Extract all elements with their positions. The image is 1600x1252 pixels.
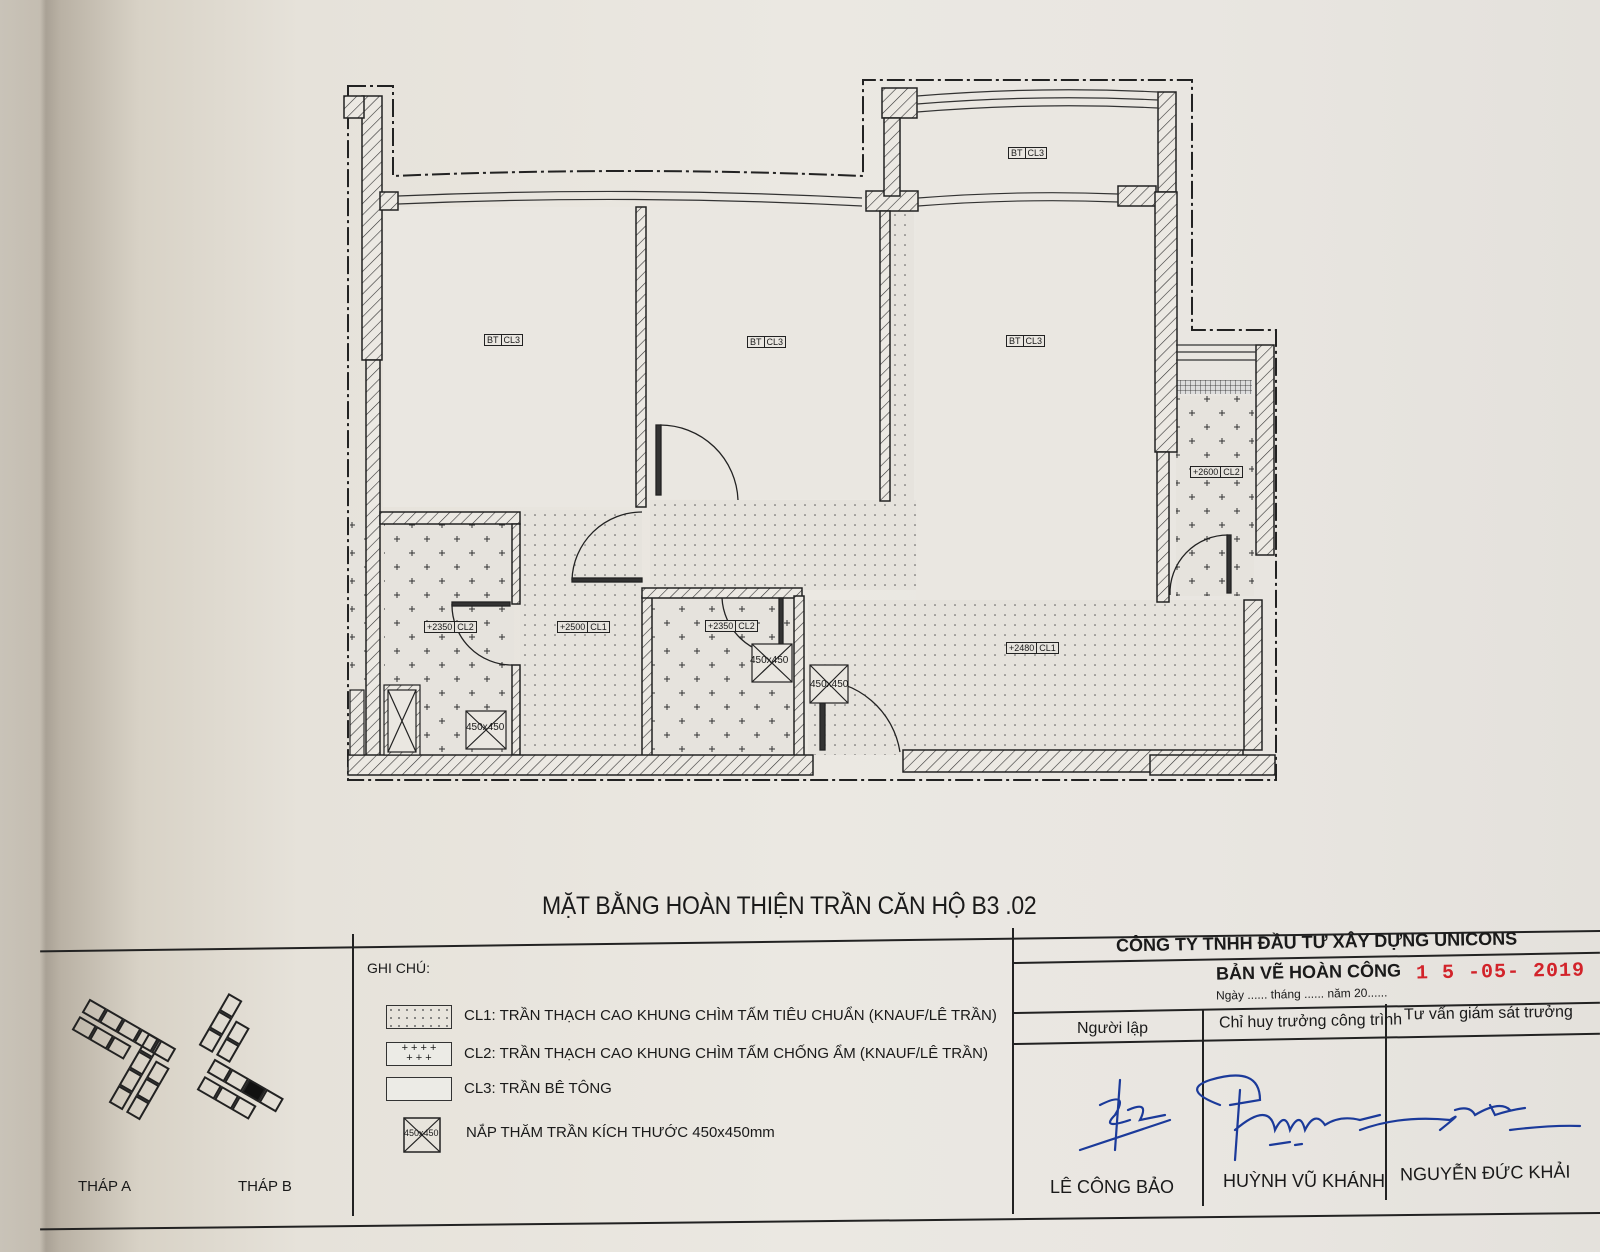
- divider: [1202, 1010, 1204, 1206]
- name-chief-supervisor: NGUYỄN ĐỨC KHẢI: [1399, 1161, 1571, 1185]
- legend-text-cl3: CL3: TRẦN BÊ TÔNG: [464, 1080, 612, 1097]
- legend-swatch-cl3: [386, 1077, 452, 1101]
- bedroom-3-area: [916, 210, 1156, 602]
- corridor-area: [650, 500, 916, 590]
- legend-swatch-cl1: [386, 1005, 452, 1029]
- vent-grille: [1176, 380, 1252, 394]
- living-area: [808, 600, 1246, 755]
- notes-heading: GHI CHÚ:: [367, 960, 430, 976]
- date-stamp: 1 5 -05- 2019: [1415, 959, 1586, 986]
- logia-area: [1176, 396, 1254, 596]
- name-site-manager: HUỲNH VŨ KHÁNH: [1223, 1171, 1386, 1191]
- doors: [451, 424, 1232, 753]
- role-chief-supervisor: Tư vấn giám sát trưởng: [1403, 1003, 1573, 1024]
- walls: [343, 87, 1276, 776]
- access-hatches: [349, 643, 849, 756]
- role-site-manager: Chỉ huy trưởng công trình: [1218, 1011, 1403, 1032]
- balcony-area: [903, 100, 1159, 192]
- bedroom-2-area: [646, 207, 884, 499]
- key-plan: [71, 993, 284, 1121]
- hatch-label: 450x450: [810, 679, 849, 690]
- name-prepared-by: LÊ CÔNG BẢO: [1050, 1177, 1175, 1197]
- legend-text-cl1: CL1: TRẦN THẠCH CAO KHUNG CHÌM TẤM TIÊU …: [464, 1007, 997, 1024]
- hatch-symbol-label: 450x450: [404, 1128, 439, 1138]
- drawing-title: MẶT BẰNG HOÀN THIỆN TRẦN CĂN HỘ B3 .02: [542, 892, 1037, 920]
- access-hatch-symbol-icon: [403, 1117, 441, 1153]
- legend-swatch-cl2: + + + ++ + +: [386, 1042, 452, 1066]
- date-line: Ngày ...... tháng ...... năm 20......: [1215, 985, 1388, 1003]
- document-type: BẢN VẼ HOÀN CÔNG: [1215, 960, 1402, 984]
- role-prepared-by: Người lập: [1077, 1020, 1149, 1037]
- boundary-line: [347, 79, 1277, 781]
- signatures: [1078, 1074, 1582, 1162]
- windows: [397, 89, 1256, 361]
- divider: [1385, 1004, 1387, 1200]
- tower-a-label: THÁP A: [78, 1178, 132, 1195]
- hatch-label: 450x450: [466, 722, 505, 733]
- divider: [1012, 928, 1014, 1214]
- bedroom-1-area: [383, 207, 637, 507]
- hatch-label: 450x450: [750, 655, 789, 666]
- tower-b-label: THÁP B: [238, 1178, 292, 1195]
- legend-text-cl2: CL2: TRẦN THẠCH CAO KHUNG CHÌM TẤM CHỐNG…: [464, 1045, 988, 1062]
- divider: [352, 934, 354, 1216]
- legend-text-hatch: NẮP THĂM TRẦN KÍCH THƯỚC 450x450mm: [466, 1124, 775, 1141]
